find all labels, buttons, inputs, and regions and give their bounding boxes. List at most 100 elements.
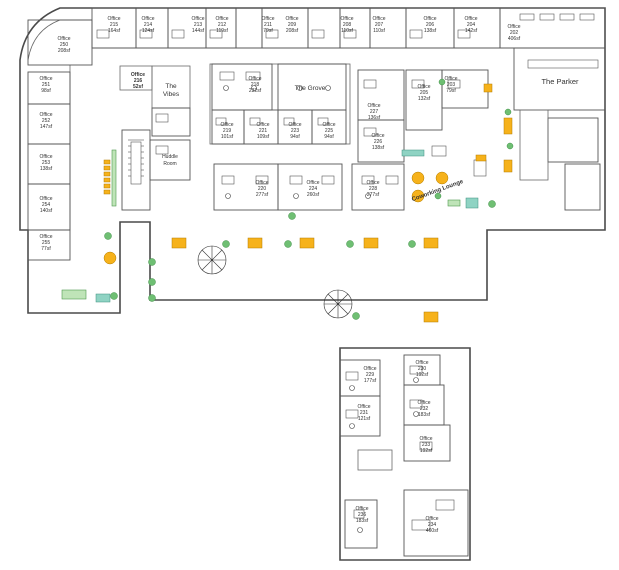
svg-text:236: 236 [358,512,367,518]
svg-text:Office: Office [373,16,386,22]
svg-text:Office: Office [323,122,336,128]
svg-text:250: 250 [60,42,69,48]
svg-text:Office: Office [465,16,478,22]
svg-text:254: 254 [42,202,51,208]
svg-text:252: 252 [42,118,51,124]
svg-text:109sf: 109sf [257,134,270,140]
svg-text:Office: Office [356,506,369,512]
svg-text:183sf: 183sf [356,518,369,524]
svg-text:147sf: 147sf [40,124,53,130]
svg-text:Office: Office [426,516,439,522]
svg-text:232sf: 232sf [249,88,262,94]
svg-text:183sf: 183sf [418,412,431,418]
svg-text:Office: Office [221,122,234,128]
svg-text:Office: Office [424,16,437,22]
middle-offices [119,47,606,211]
svg-text:77sf: 77sf [41,246,51,252]
svg-text:208: 208 [343,22,352,28]
svg-text:205: 205 [420,90,429,96]
svg-text:224: 224 [309,186,318,192]
svg-text:Office: Office [286,16,299,22]
svg-text:Office: Office [418,84,431,90]
svg-text:227: 227 [370,109,379,115]
lounge-furniture [61,83,513,323]
svg-text:233: 233 [422,442,431,448]
svg-text:277sf: 277sf [367,192,380,198]
svg-text:Office: Office [418,400,431,406]
svg-text:101sf: 101sf [221,134,234,140]
svg-text:218: 218 [251,82,260,88]
svg-text:Office: Office [58,36,71,42]
svg-text:136sf: 136sf [368,115,381,121]
svg-text:203: 203 [447,82,456,88]
svg-text:Office: Office [40,154,53,160]
south-building-outline [339,347,471,561]
svg-text:Office: Office [307,180,320,186]
svg-text:202: 202 [510,30,519,36]
svg-text:138sf: 138sf [372,145,385,151]
svg-text:Office: Office [40,234,53,240]
svg-text:Office: Office [364,366,377,372]
svg-text:Office: Office [256,180,269,186]
svg-text:209: 209 [288,22,297,28]
svg-text:460sf: 460sf [426,528,439,534]
svg-text:Office: Office [445,76,458,82]
svg-text:The: The [165,83,177,90]
svg-text:Office: Office [40,112,53,118]
svg-text:94sf: 94sf [324,134,334,140]
svg-text:Office: Office [367,180,380,186]
svg-text:Office: Office [262,16,275,22]
svg-text:124sf: 124sf [142,28,155,34]
svg-text:Office: Office [108,16,121,22]
svg-text:251: 251 [42,82,51,88]
svg-text:214: 214 [144,22,153,28]
svg-text:Vibes: Vibes [163,91,180,98]
svg-text:119sf: 119sf [216,28,228,34]
svg-text:110sf: 110sf [341,28,353,34]
svg-text:94sf: 94sf [290,134,300,140]
svg-text:177sf: 177sf [364,378,377,384]
svg-text:207: 207 [375,22,384,28]
svg-text:Office: Office [142,16,155,22]
svg-text:206: 206 [426,22,435,28]
svg-text:253: 253 [42,160,51,166]
svg-text:228: 228 [369,186,378,192]
svg-text:221: 221 [259,128,268,134]
svg-text:Office: Office [508,24,521,30]
svg-text:Office: Office [40,76,53,82]
svg-text:406sf: 406sf [508,36,521,42]
svg-text:Office: Office [420,436,433,442]
svg-text:219: 219 [223,128,232,134]
svg-text:The Grove: The Grove [295,85,326,92]
svg-text:79sf: 79sf [446,88,456,94]
svg-text:231: 231 [360,410,369,416]
svg-text:225: 225 [325,128,334,134]
svg-text:132sf: 132sf [418,96,431,102]
svg-text:52sf: 52sf [133,84,143,90]
svg-text:192sf: 192sf [416,372,429,378]
svg-text:230: 230 [418,366,427,372]
svg-text:164sf: 164sf [108,28,121,34]
svg-text:220: 220 [258,186,267,192]
svg-text:138sf: 138sf [40,166,53,172]
svg-text:144sf: 144sf [192,28,205,34]
svg-text:Huddle: Huddle [162,154,178,160]
svg-text:Office: Office [368,103,381,109]
svg-text:216: 216 [134,78,143,84]
svg-text:Office: Office [416,360,429,366]
svg-text:277sf: 277sf [256,192,269,198]
svg-text:226: 226 [374,139,383,145]
svg-text:234: 234 [428,522,437,528]
west-offices [27,19,93,261]
svg-text:212: 212 [218,22,227,28]
svg-text:79sf: 79sf [263,28,273,34]
svg-text:121sf: 121sf [358,416,371,422]
svg-text:Office: Office [192,16,205,22]
svg-text:Office: Office [257,122,270,128]
svg-text:208sf: 208sf [58,48,71,54]
svg-text:213: 213 [194,22,203,28]
svg-text:232: 232 [420,406,429,412]
svg-text:Room: Room [163,161,176,167]
svg-text:Office: Office [131,72,145,78]
svg-text:140sf: 140sf [40,208,53,214]
